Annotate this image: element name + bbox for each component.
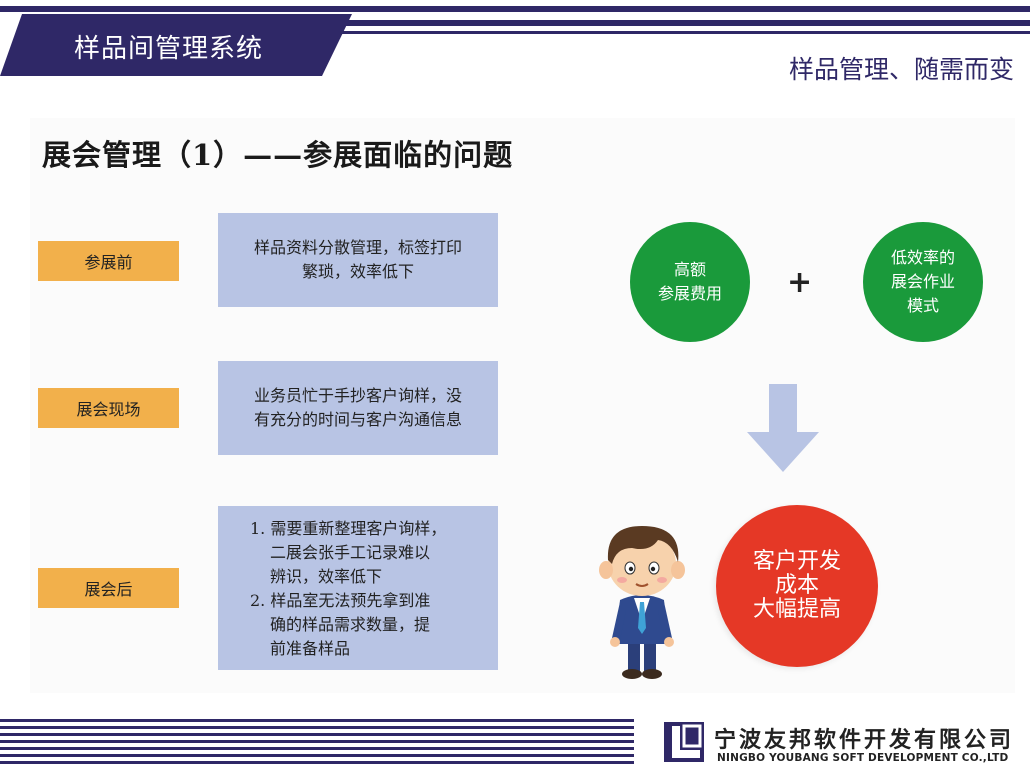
result-line: 客户开发: [752, 549, 841, 574]
result-line: 大幅提高: [752, 597, 841, 622]
footer-rule: [0, 719, 634, 722]
stage-label-before: 参展前: [38, 241, 179, 281]
cause-line: 参展费用: [657, 284, 722, 303]
result-line: 成本: [774, 573, 819, 598]
header-rule-top: [0, 6, 1030, 12]
header-title-tab: [0, 14, 352, 76]
problem-box-after: 1. 需要重新整理客户询样， 二展会张手工记录难以 辨识，效率低下 2. 样品室…: [218, 506, 498, 670]
footer-rule: [0, 740, 634, 743]
down-arrow-icon: [747, 384, 819, 472]
problem-line: 确的样品需求数量，提: [270, 615, 431, 634]
problem-line: 1. 需要重新整理客户询样，: [250, 519, 447, 538]
problem-line: 前准备样品: [270, 639, 351, 658]
cause-line: 模式: [906, 296, 939, 315]
footer-rule: [0, 754, 634, 757]
slide-title: 展会管理（1）——参展面临的问题: [42, 138, 514, 172]
system-title: 样品间管理系统: [74, 34, 264, 64]
problem-line: 业务员忙于手抄客户询样，没: [253, 386, 462, 405]
cause-line: 展会作业: [890, 272, 955, 291]
problem-line: 样品资料分散管理，标签打印: [253, 238, 462, 257]
cause-line: 高额: [673, 260, 706, 279]
plus-sign: +: [787, 265, 813, 300]
footer-rule: [0, 733, 634, 736]
footer-rule: [0, 726, 634, 729]
businessman-cartoon-icon: [599, 526, 685, 679]
problem-line: 有充分的时间与客户沟通信息: [253, 410, 462, 429]
problem-line: 辨识，效率低下: [270, 567, 383, 586]
problem-line: 二展会张手工记录难以: [270, 543, 431, 562]
footer-rule: [0, 761, 634, 764]
stage-label-onsite: 展会现场: [38, 388, 179, 428]
footer-rule: [0, 747, 634, 750]
company-name-cn: 宁波友邦软件开发有限公司: [714, 727, 1015, 753]
result-circle: 客户开发 成本 大幅提高: [716, 505, 878, 667]
problem-box-before: 样品资料分散管理，标签打印 繁琐，效率低下: [218, 213, 498, 307]
problem-line: 繁琐，效率低下: [301, 262, 414, 281]
problem-line: 2. 样品室无法预先拿到准: [250, 591, 431, 610]
cause-circle-low-efficiency: 低效率的 展会作业 模式: [863, 222, 983, 342]
company-logo-icon: [664, 722, 704, 762]
cause-circle-high-cost: 高额 参展费用: [630, 222, 750, 342]
cause-line: 低效率的: [890, 248, 955, 267]
header-rule-middle: [330, 20, 1030, 26]
company-name-en: NINGBO YOUBANG SOFT DEVELOPMENT CO.,LTD: [717, 752, 1009, 764]
problem-box-onsite: 业务员忙于手抄客户询样，没 有充分的时间与客户沟通信息: [218, 361, 498, 455]
stage-label-after: 展会后: [38, 568, 179, 608]
header-rule-bottom: [320, 31, 1030, 34]
header-slogan: 样品管理、随需而变: [788, 55, 1014, 84]
